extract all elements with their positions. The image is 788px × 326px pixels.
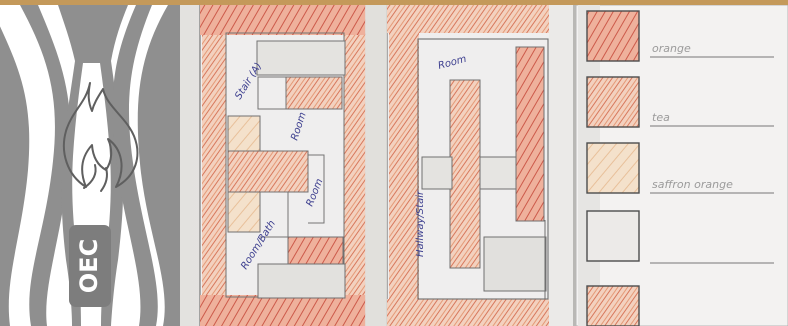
oec-logo-art: OEC	[0, 5, 180, 326]
legend-label-2: tea	[652, 111, 670, 124]
color-legend-sheet: orange tea saffron orange	[576, 5, 788, 326]
legend-label-1: orange	[652, 42, 691, 55]
oec-badge: OEC	[69, 225, 111, 307]
legend-label-3: saffron orange	[652, 178, 733, 191]
legend-swatch-5	[587, 286, 639, 326]
right-note-2: Hallway/Stair	[415, 190, 426, 257]
sketch-svg: Stair (A) Room Room Room/Bath	[180, 5, 788, 326]
left-floor-plan: Stair (A) Room Room Room/Bath	[200, 5, 366, 326]
right-floor-plan: Room Hallway/Stair	[387, 5, 573, 326]
oec-badge-text: OEC	[75, 239, 103, 293]
sketch-photo: Stair (A) Room Room Room/Bath	[180, 5, 788, 326]
logo-panel: OEC	[0, 5, 180, 326]
